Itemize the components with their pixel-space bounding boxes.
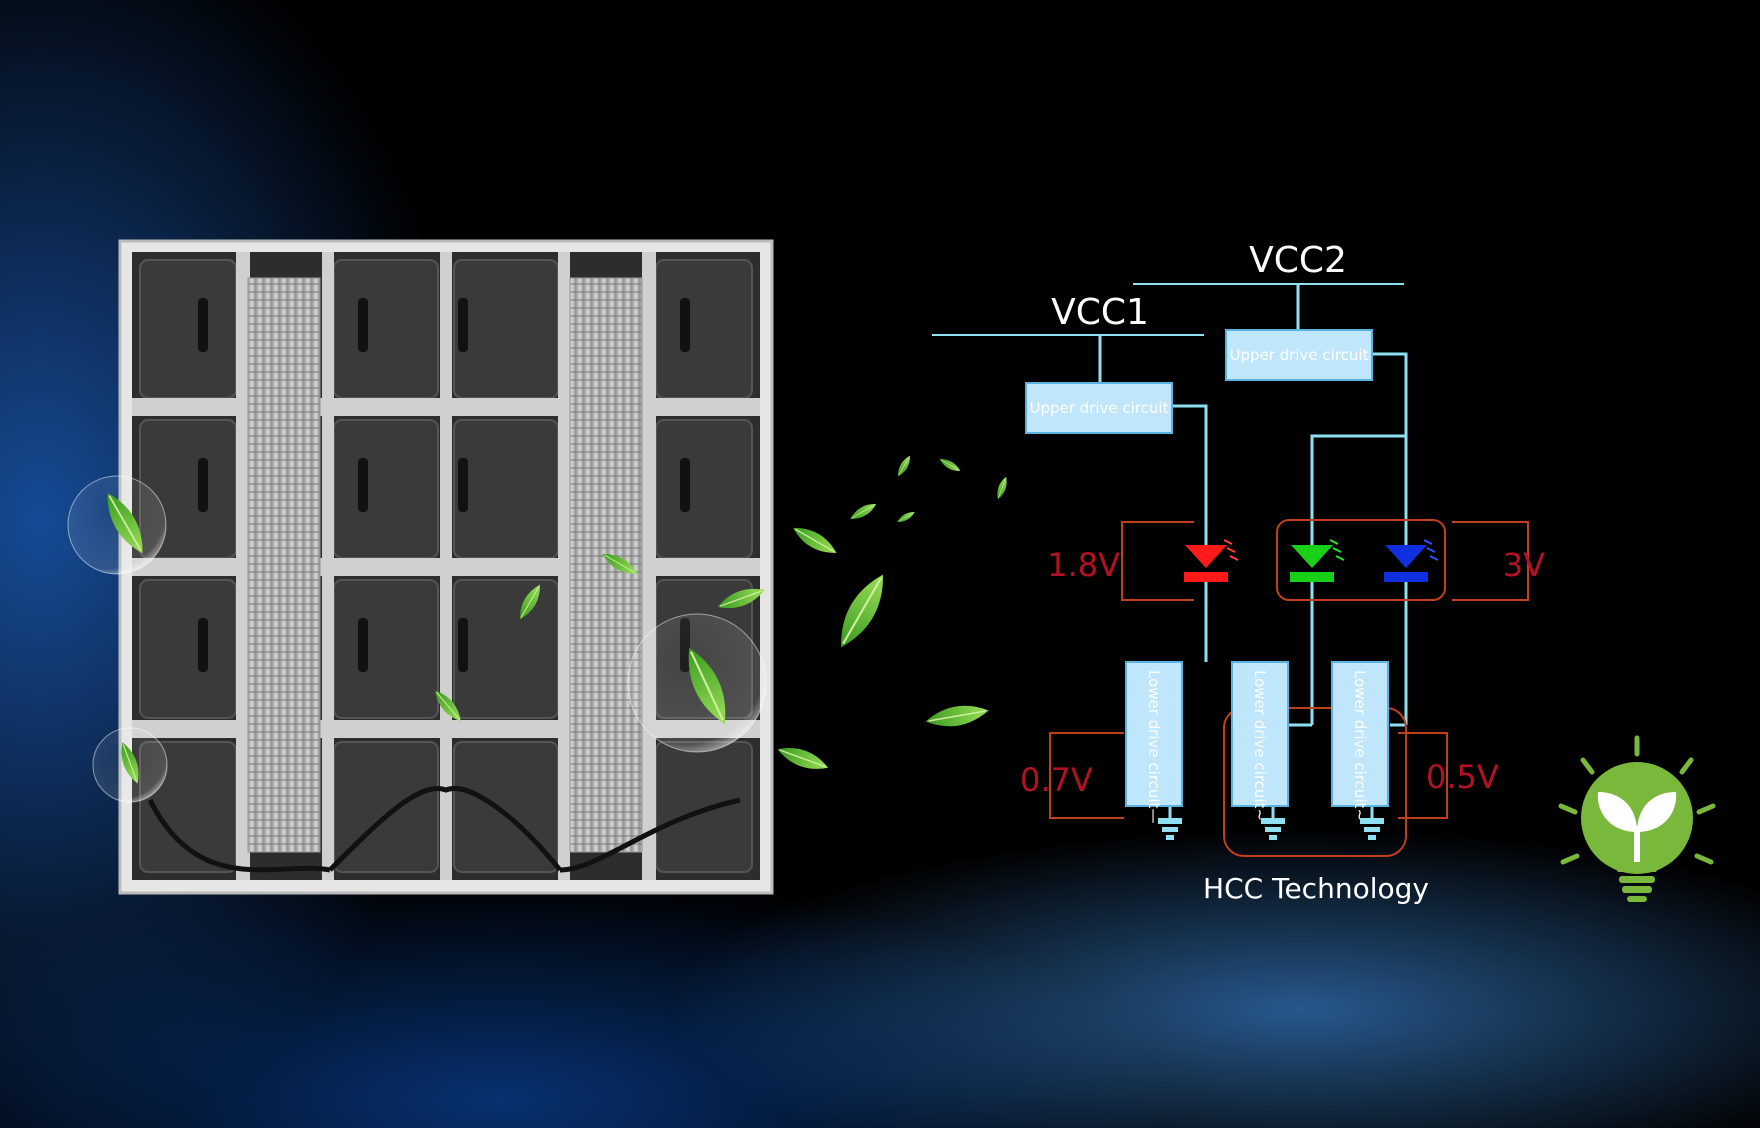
voltage-red-label: 1.8V	[1047, 546, 1120, 584]
diagram-caption: HCC Technology	[1203, 872, 1429, 905]
led-red-icon	[1184, 539, 1239, 582]
led-green-icon	[1290, 539, 1345, 582]
lower-drive-label-3: Lower drive circuit~	[1351, 670, 1369, 821]
voltage-lower-left-label: 0.7V	[1020, 761, 1093, 799]
upper-drive-label-left: Upper drive circuit	[1030, 399, 1169, 417]
eco-bulb-icon	[1558, 735, 1716, 902]
led-blue-icon	[1384, 539, 1439, 582]
lower-drive-box-3	[1331, 661, 1389, 807]
led-panel-image	[118, 239, 774, 895]
lower-drive-label-2: Lower drive circuit~	[1251, 670, 1269, 821]
upper-drive-box-left	[1025, 382, 1173, 434]
voltage-greenblue-label: 3V	[1503, 546, 1545, 584]
lower-drive-box-1	[1125, 661, 1183, 807]
voltage-brackets	[1049, 519, 1529, 857]
vcc2-label: VCC2	[1249, 240, 1347, 281]
upper-drive-box-right	[1225, 329, 1373, 381]
vcc1-label: VCC1	[1051, 292, 1149, 333]
voltage-lower-right-label: 0.5V	[1426, 758, 1499, 796]
lower-drive-label-1: Lower drive circuit—	[1145, 670, 1163, 824]
ground-icon	[1158, 818, 1384, 840]
upper-drive-label-right: Upper drive circuit	[1230, 346, 1369, 364]
lower-drive-box-2	[1231, 661, 1289, 807]
